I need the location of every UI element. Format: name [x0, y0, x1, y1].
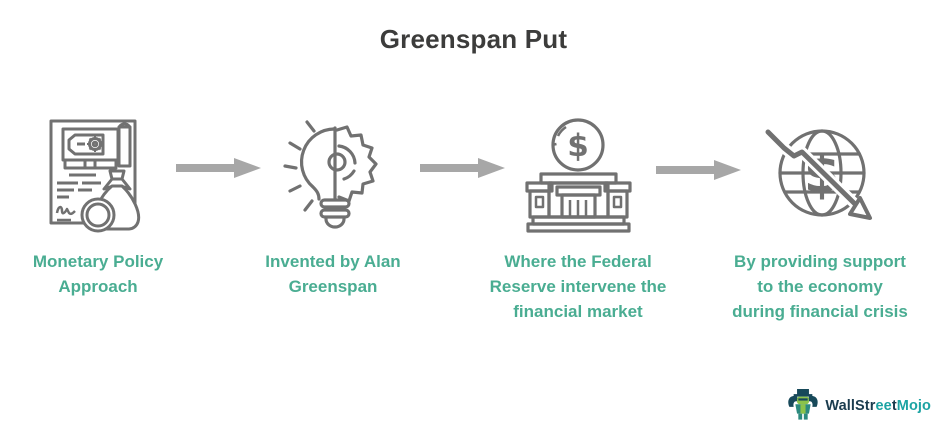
- brand-text-segment: WallStr: [825, 398, 876, 414]
- monetary-policy-document-icon: [8, 112, 188, 237]
- wallstreetmojo-wordmark: WallStreetMojo: [825, 398, 931, 414]
- federal-reserve-bank-icon: $: [470, 112, 686, 237]
- flow-step-monetary-policy: Monetary Policy Approach: [8, 112, 188, 299]
- flow-step-invented-by: Invented by Alan Greenspan: [243, 112, 423, 299]
- step-caption: By providing support to the economy duri…: [732, 252, 908, 321]
- flow-step-support-economy: $ By providing support to the economy du…: [708, 112, 932, 324]
- svg-text:$: $: [567, 128, 589, 164]
- step-caption: Monetary Policy Approach: [32, 252, 164, 296]
- arrow-right-icon: [176, 153, 261, 183]
- wallstreetmojo-logo: WallStreetMojo: [786, 387, 931, 425]
- arrow-right-icon: [420, 153, 505, 183]
- step-caption: Invented by Alan Greenspan: [265, 252, 401, 296]
- brand-text-segment: ee: [875, 398, 892, 414]
- page-title: Greenspan Put: [379, 24, 568, 54]
- idea-bulb-gear-icon: [243, 112, 423, 237]
- wallstreetmojo-mascot-icon: [786, 387, 820, 425]
- brand-text-segment: Mojo: [896, 398, 931, 414]
- arrow-right-icon: [656, 155, 741, 185]
- global-financial-crisis-icon: $: [708, 112, 932, 237]
- flow-step-federal-reserve: $ Where the Federal Reserve intervene th…: [470, 112, 686, 324]
- step-caption: Where the Federal Reserve intervene the …: [489, 252, 667, 321]
- brand-text-segment: t: [891, 398, 897, 414]
